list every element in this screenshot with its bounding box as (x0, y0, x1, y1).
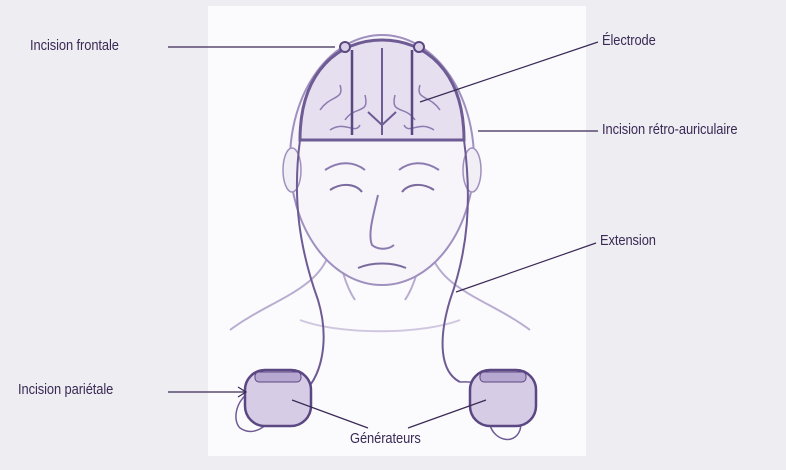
label-incision-retro-auriculaire: Incision rétro-auriculaire (602, 121, 737, 138)
label-incision-frontale: Incision frontale (30, 37, 119, 54)
label-electrode: Électrode (602, 32, 656, 49)
left-generator-header (255, 372, 301, 382)
label-extension: Extension (600, 232, 656, 249)
leader-extension (456, 243, 596, 292)
right-generator-header (480, 372, 526, 382)
right-burr-hole (414, 42, 424, 52)
left-burr-hole (340, 42, 350, 52)
label-incision-parietale: Incision pariétale (18, 381, 113, 398)
label-generateurs: Générateurs (350, 430, 421, 447)
